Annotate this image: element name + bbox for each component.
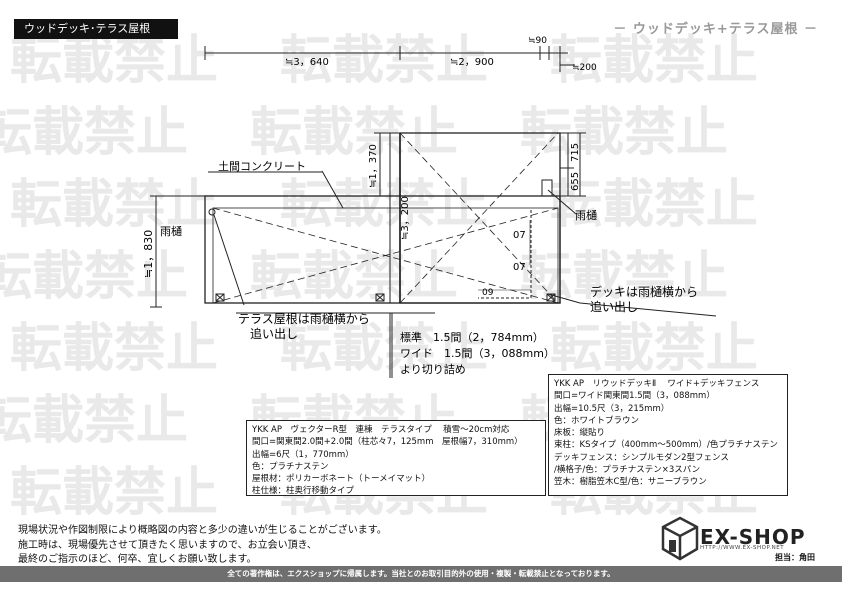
note-line: 現場状況や作図制限により概略図の内容と多少の違いが生じることがございます。: [18, 525, 387, 536]
watermark-text: 転載禁止: [10, 463, 218, 523]
deck-spec-line: 束柱：KSタイプ（400mm～500mm）/色プラチナステン: [554, 440, 778, 451]
dim-200: ≒200: [572, 63, 597, 73]
terrace-roof-outline: [204, 195, 561, 304]
roof-note-line1: テラス屋根は雨樋横から: [238, 311, 370, 326]
watermark-text: 転載禁止: [10, 175, 218, 235]
dim-3640: ≒3，640: [285, 57, 329, 68]
disclaimer-notes: 現場状況や作図制限により概略図の内容と多少の違いが生じることがございます。 施工…: [18, 524, 387, 568]
deck-spec-box: YKK AP リウッドデッキⅡ ワイド+デッキフェンス 間口=ワイド関東間1.5…: [548, 374, 788, 496]
roof-spec-line: 屋根材：ポリカーボネート（トーメイマット）: [252, 474, 431, 485]
dim-1830: ≒1，830: [142, 230, 155, 278]
dim-07-b: 07: [513, 262, 526, 273]
gutter-right: [541, 179, 553, 197]
size-cut: より切り詰め: [400, 362, 466, 376]
dim-90: ≒90: [528, 36, 547, 46]
roof-diagonals: [212, 132, 559, 304]
watermark-text: 転載禁止: [0, 247, 188, 307]
deck-spec-line: YKK AP リウッドデッキⅡ ワイド+デッキフェンス: [554, 379, 760, 389]
watermark-text: 転載禁止: [280, 31, 488, 91]
watermark-text: 転載禁止: [280, 319, 488, 379]
watermark-text: 転載禁止: [550, 319, 758, 379]
page-title: ウッドデッキ･テラス屋根: [14, 19, 178, 39]
dim-09: 09: [482, 288, 494, 298]
note-line: 施工時は、現場優先させて頂きたく思いますので、お立会い頂き、: [18, 539, 317, 551]
gutter-right-label: 雨樋: [575, 208, 597, 222]
size-standard: 標準 1.5間（2，784mm）: [400, 330, 544, 344]
logo-name: EX-SHOP: [700, 525, 806, 549]
watermark-text: 転載禁止: [550, 175, 758, 235]
size-wide: ワイド 1.5間（3，088mm）: [400, 347, 555, 360]
watermark-text: 転載禁止: [0, 391, 188, 451]
watermark-text: 転載禁止: [250, 247, 458, 307]
watermark-text: 転載禁止: [550, 31, 758, 91]
dim-07-a: 07: [513, 230, 526, 241]
staff-name: 担当：角田: [775, 553, 815, 562]
logo-url: HTTP://WWW.EX-SHOP.NET: [700, 545, 785, 551]
deck-spec-line: 間口=ワイド関東間1.5間（3，088mm）: [554, 391, 715, 402]
dim-3200: ≒3，200: [400, 196, 411, 240]
deck-spec-line: 出幅=10.5尺（3，215mm）: [554, 403, 670, 414]
note-line: 最終のご指示のほど、何卒、宜しくお願い致します。: [18, 554, 257, 565]
roof-posts: [215, 293, 556, 302]
roof-spec-line: YKK AP ヴェクターR型 連棟 テラスタイプ 積雪～20cm対応: [252, 425, 510, 435]
roof-spec-box: YKK AP ヴェクターR型 連棟 テラスタイプ 積雪～20cm対応 間口=関東…: [246, 420, 546, 496]
copyright-footer: 全ての著作権は、エクスショップに帰属します。当社とのお取引目的外の使用・複製・転…: [0, 566, 842, 582]
watermark-text: 転載禁止: [0, 103, 188, 163]
dim-655: 655: [570, 172, 581, 191]
deck-spec-line: 色：ホワイトブラウン: [554, 415, 640, 426]
deck-spec-line: 笠木：樹脂笠木C型/色：サニーブラウン: [554, 477, 707, 488]
roof-spec-line: 出幅=6尺（1，770mm）: [252, 449, 354, 460]
roof-spec-line: 色：プラチナステン: [252, 461, 329, 472]
roof-spec-line: 間口=関東間2.0間+2.0間（柱芯々7，125mm 屋根幅7，310mm）: [252, 437, 523, 448]
deck-spec-line: 床板：縦貼り: [554, 428, 606, 439]
page-subtitle: － ウッドデッキ+テラス屋根 －: [613, 22, 818, 37]
dim-1370: ≒1，370: [368, 144, 379, 188]
gutter-left-label: 雨樋: [160, 224, 182, 238]
dim-2900: ≒2，900: [450, 57, 494, 68]
watermark-text: 転載禁止: [10, 31, 218, 91]
concrete-label: 土間コンクリート: [218, 160, 306, 173]
deck-fence: [478, 210, 532, 299]
watermark-text: 転載禁止: [10, 319, 218, 379]
gutter-left: [208, 208, 216, 216]
deck-note-line1: デッキは雨樋横から: [590, 284, 698, 299]
deck-spec-line: デッキフェンス：シンプルモダン2型フェンス: [554, 452, 729, 463]
roof-spec-line: 柱仕様：柱奥行移動タイプ: [252, 486, 355, 497]
deck-note-line2: 追い出し: [590, 299, 638, 314]
dim-715: 715: [570, 143, 581, 162]
roof-note-line2: 追い出し: [250, 326, 298, 341]
watermark-text: 転載禁止: [280, 175, 488, 235]
deck-spec-line: /横格子/色：プラチナステン×3スパン: [554, 465, 701, 476]
exshop-cube-icon: [661, 516, 699, 561]
